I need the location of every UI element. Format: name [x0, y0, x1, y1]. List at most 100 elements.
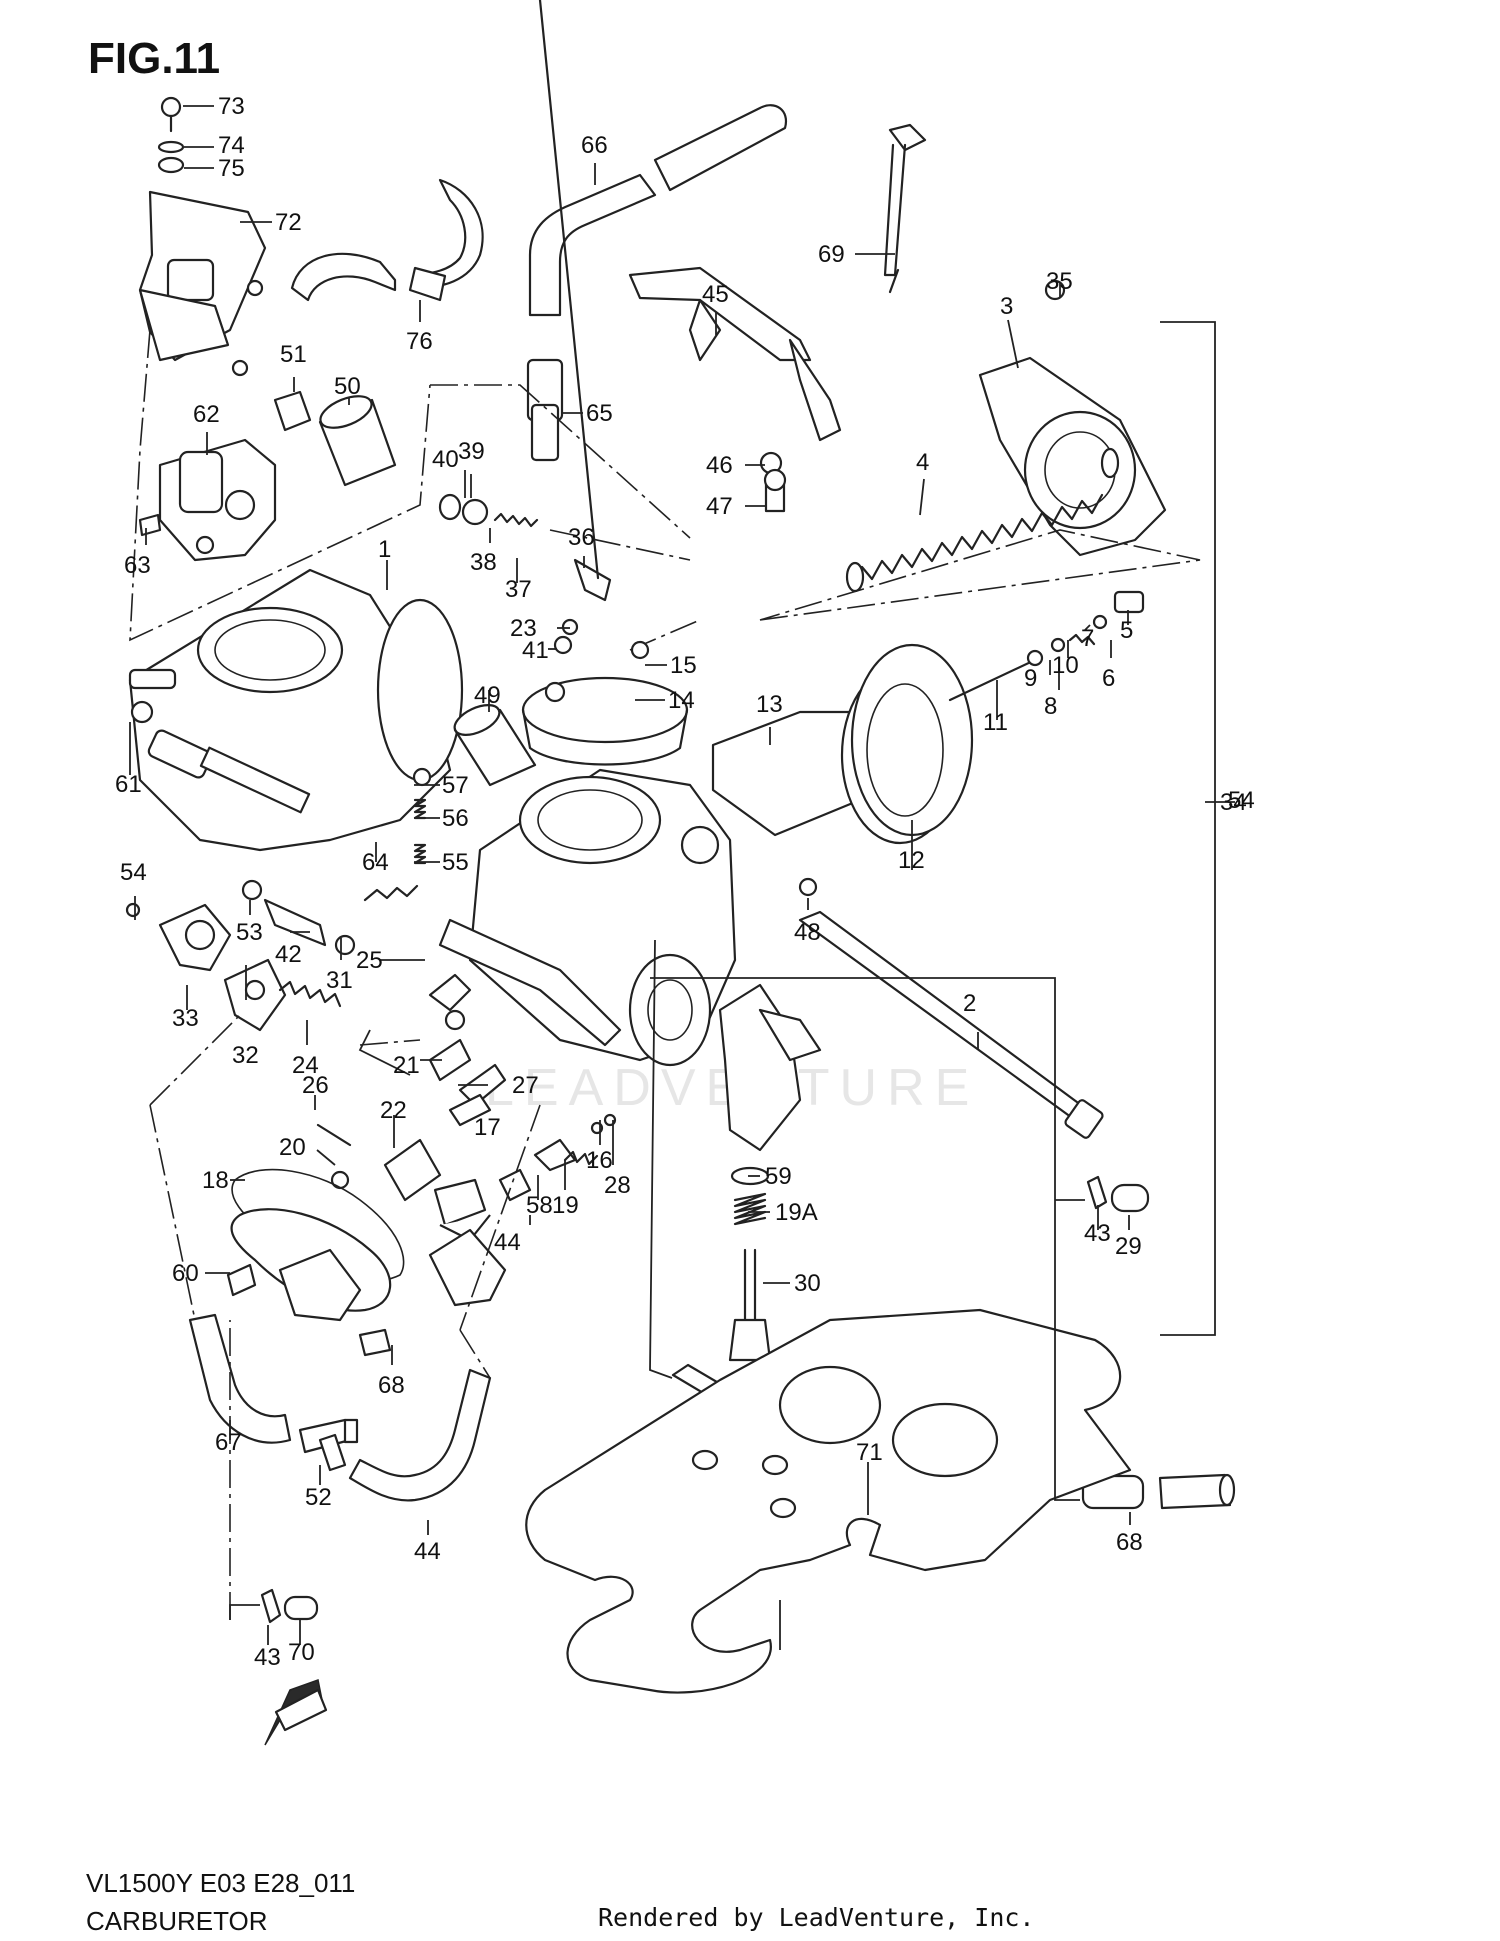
callout: 4 — [916, 449, 929, 476]
model-code: VL1500Y E03 E28_011 — [86, 1868, 356, 1898]
callout: 19 — [552, 1192, 579, 1219]
callout: 28 — [604, 1172, 631, 1199]
callout: 15 — [670, 652, 697, 679]
spacer-50-part — [318, 395, 397, 487]
group-bracket-2 — [1160, 321, 1216, 1336]
callout: 74 — [218, 132, 245, 159]
section-name: CARBURETOR — [86, 1906, 268, 1936]
callout: 65 — [586, 400, 613, 427]
fwd-arrow-icon — [264, 1679, 328, 1746]
callout: 73 — [218, 93, 245, 120]
callout: 32 — [232, 1042, 259, 1069]
callout: 24 — [292, 1052, 319, 1079]
figure-title: FIG.11 — [88, 34, 221, 83]
callout: 23 — [510, 615, 537, 642]
callout: 43 — [1084, 1220, 1111, 1247]
callout: 66 — [581, 132, 608, 159]
callout: 9 — [1024, 665, 1037, 692]
cap-right — [1086, 1175, 1150, 1213]
fitting-65-part — [526, 358, 564, 462]
callout: 31 — [326, 967, 353, 994]
callout: 43 — [254, 1644, 281, 1671]
callout: 2 — [963, 990, 976, 1017]
callout: 13 — [756, 691, 783, 718]
callout: 50 — [334, 373, 361, 400]
callout: 7 — [1081, 625, 1094, 652]
spring-4-part — [845, 447, 1120, 593]
hose-68-left-part — [188, 1313, 359, 1472]
hose-68-right-part — [348, 1368, 492, 1502]
callout: 64 — [362, 849, 389, 876]
callout: 44 — [494, 1229, 521, 1256]
callout: 40 — [432, 446, 459, 473]
small-parts-center — [316, 973, 617, 1307]
callout: 63 — [124, 552, 151, 579]
sensor-bracket-part — [138, 96, 267, 377]
callout: 37 — [505, 576, 532, 603]
callout: 53 — [236, 919, 263, 946]
callout: 47 — [706, 493, 733, 520]
callout: 25 — [356, 947, 383, 974]
callout: 17 — [474, 1114, 501, 1141]
callout: 29 — [1115, 1233, 1142, 1260]
parts-drawing — [125, 0, 1236, 1746]
linkage-part — [718, 983, 822, 1362]
bolt-48-frame — [650, 977, 1080, 1501]
needle-jet-parts — [438, 0, 612, 602]
carb-body-1-part — [128, 568, 464, 852]
callout: 38 — [470, 549, 497, 576]
callout: 1 — [378, 536, 391, 563]
callout: 18 — [202, 1167, 229, 1194]
callout: 49 — [474, 682, 501, 709]
callout: 42 — [275, 941, 302, 968]
callout: 22 — [380, 1097, 407, 1124]
carb-body-2-part — [438, 768, 818, 1067]
callout: 10 — [1052, 652, 1079, 679]
callout: 61 — [115, 771, 142, 798]
slide-13-part — [711, 590, 1145, 845]
callout: 11 — [983, 709, 1008, 736]
callout: 67 — [215, 1429, 242, 1456]
callout: 21 — [393, 1052, 420, 1079]
callout: 35 — [1046, 268, 1073, 295]
callout: 69 — [818, 241, 845, 268]
callout: 59 — [765, 1163, 792, 1190]
callout: 20 — [279, 1134, 306, 1161]
callout: 39 — [458, 438, 485, 465]
callout: 72 — [275, 209, 302, 236]
callout: 19A — [775, 1199, 818, 1226]
float-bowl-part — [226, 1168, 405, 1357]
callout: 54 — [120, 859, 147, 886]
pin-69-part — [883, 123, 927, 294]
callout-labels: 73 74 75 72 51 76 66 69 45 35 3 62 50 65… — [115, 93, 1255, 1671]
top-cap-part — [978, 279, 1167, 557]
callout: 70 — [288, 1639, 315, 1666]
callout: 36 — [568, 524, 595, 551]
callout: 68 — [378, 1372, 405, 1399]
callout: 27 — [512, 1072, 539, 1099]
callout: 46 — [706, 452, 733, 479]
callout: 75 — [218, 155, 245, 182]
callout: 6 — [1102, 665, 1115, 692]
cap-bottom-left — [260, 1588, 319, 1624]
callout: 62 — [193, 401, 220, 428]
callout: 26 — [302, 1072, 329, 1099]
callout: 51 — [280, 341, 307, 368]
callout: 76 — [406, 328, 433, 355]
callout: 57 — [442, 772, 469, 799]
callout: 3 — [1000, 293, 1013, 320]
callout: 60 — [172, 1260, 199, 1287]
spacer-49-part — [453, 704, 537, 787]
callout: 58 — [526, 1192, 553, 1219]
callout: 54 — [1228, 787, 1255, 814]
band-14-part — [521, 618, 689, 766]
long-bolt-48-part — [798, 910, 1104, 1139]
hose-76-part — [290, 178, 484, 302]
callout: 33 — [172, 1005, 199, 1032]
callout: 34 — [1220, 789, 1247, 816]
callout: 52 — [305, 1484, 332, 1511]
callout: 48 — [794, 919, 821, 946]
callout: 44 — [414, 1538, 441, 1565]
callout: 41 — [522, 637, 549, 664]
callout: 68 — [1116, 1529, 1143, 1556]
